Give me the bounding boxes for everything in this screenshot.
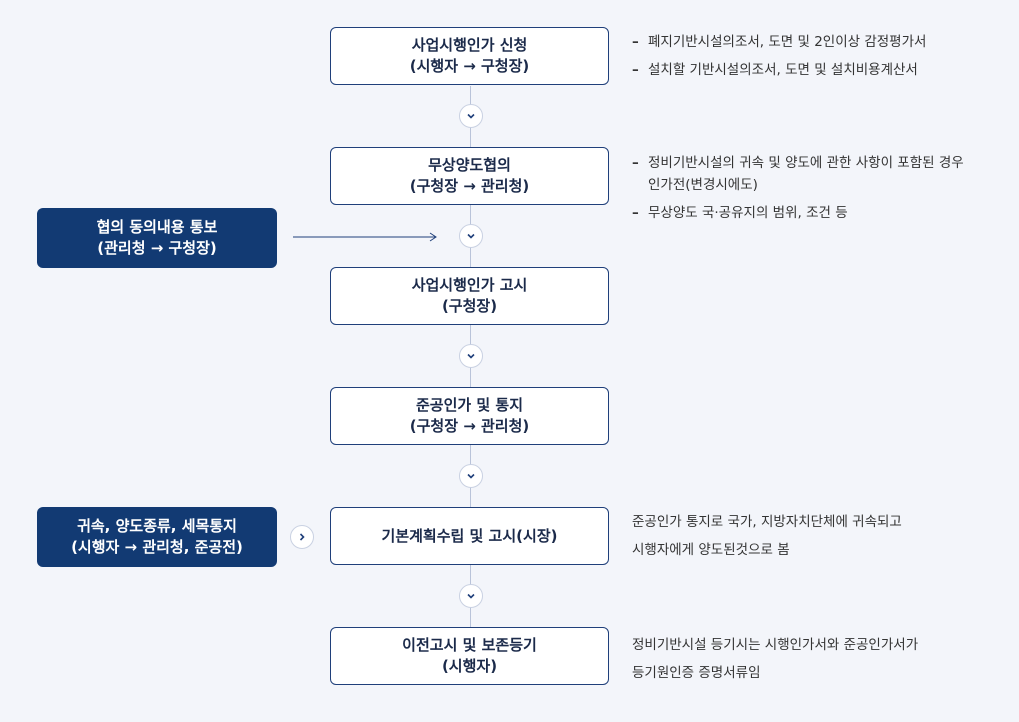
arrow-right-icon xyxy=(293,232,437,242)
step-subtitle: (시행자 → 구청장) xyxy=(409,57,530,75)
step-application: 사업시행인가 신청 (시행자 → 구청장) xyxy=(330,27,609,85)
chevron-down-icon xyxy=(459,584,483,608)
step-completion-approval: 준공인가 및 통지 (구청장 → 관리청) xyxy=(330,387,609,445)
step-subtitle: (구청장 → 관리청) xyxy=(409,177,530,195)
side-title: 귀속, 양도종류, 세목통지 xyxy=(77,517,237,535)
step-subtitle: (시행자) xyxy=(441,657,498,675)
step-title: 사업시행인가 고시 xyxy=(411,276,528,294)
side-subtitle: (관리청 → 구청장) xyxy=(97,239,217,257)
step-free-transfer-consultation: 무상양도협의 (구청장 → 관리청) xyxy=(330,147,609,205)
chevron-down-icon xyxy=(459,224,483,248)
note-line: 정비기반시설 등기시는 시행인가서와 준공인가서가 xyxy=(632,637,919,653)
note-line: 시행자에게 양도된것으로 봄 xyxy=(632,542,790,558)
note-item: 설치할 기반시설의조서, 도면 및 설치비용계산서 xyxy=(632,59,926,81)
step-approval-notice: 사업시행인가 고시 (구청장) xyxy=(330,267,609,325)
step-title: 준공인가 및 통지 xyxy=(415,396,524,414)
note-line: 등기원인증 증명서류임 xyxy=(632,665,761,681)
step-subtitle: (구청장 → 관리청) xyxy=(409,417,530,435)
note-item: 무상양도 국·공유지의 범위, 조건 등 xyxy=(632,202,964,224)
step-title: 기본계획수립 및 고시(시장) xyxy=(381,526,558,545)
chevron-down-icon xyxy=(459,104,483,128)
note-item: 정비기반시설의 귀속 및 양도에 관한 사항이 포함된 경우 인가전(변경시에도… xyxy=(632,152,964,196)
step-basic-plan: 기본계획수립 및 고시(시장) xyxy=(330,507,609,565)
note-line: 준공인가 통지로 국가, 지방자치단체에 귀속되고 xyxy=(632,514,902,530)
step-title: 무상양도협의 xyxy=(428,156,511,174)
step-subtitle: (구청장) xyxy=(441,297,498,315)
side-consent-notice: 협의 동의내용 통보 (관리청 → 구청장) xyxy=(37,208,277,268)
note-free-transfer: 정비기반시설의 귀속 및 양도에 관한 사항이 포함된 경우 인가전(변경시에도… xyxy=(632,152,964,224)
step-title: 이전고시 및 보존등기 xyxy=(402,636,537,654)
side-title: 협의 동의내용 통보 xyxy=(96,218,218,236)
step-title: 사업시행인가 신청 xyxy=(411,36,528,54)
side-ownership-notice: 귀속, 양도종류, 세목통지 (시행자 → 관리청, 준공전) xyxy=(37,507,277,567)
note-registration: 정비기반시설 등기시는 시행인가서와 준공인가서가 등기원인증 증명서류임 xyxy=(632,634,918,684)
note-line: 정비기반시설의 귀속 및 양도에 관한 사항이 포함된 경우 xyxy=(648,155,964,171)
chevron-down-icon xyxy=(459,464,483,488)
note-basic-plan: 준공인가 통지로 국가, 지방자치단체에 귀속되고 시행자에게 양도된것으로 봄 xyxy=(632,511,902,561)
note-application: 폐지기반시설의조서, 도면 및 2인이상 감정평가서 설치할 기반시설의조서, … xyxy=(632,31,926,81)
chevron-down-icon xyxy=(459,344,483,368)
side-subtitle: (시행자 → 관리청, 준공전) xyxy=(71,538,243,556)
chevron-right-icon xyxy=(290,525,314,549)
note-item: 폐지기반시설의조서, 도면 및 2인이상 감정평가서 xyxy=(632,31,926,53)
note-line: 인가전(변경시에도) xyxy=(648,177,758,193)
step-transfer-registration: 이전고시 및 보존등기 (시행자) xyxy=(330,627,609,685)
